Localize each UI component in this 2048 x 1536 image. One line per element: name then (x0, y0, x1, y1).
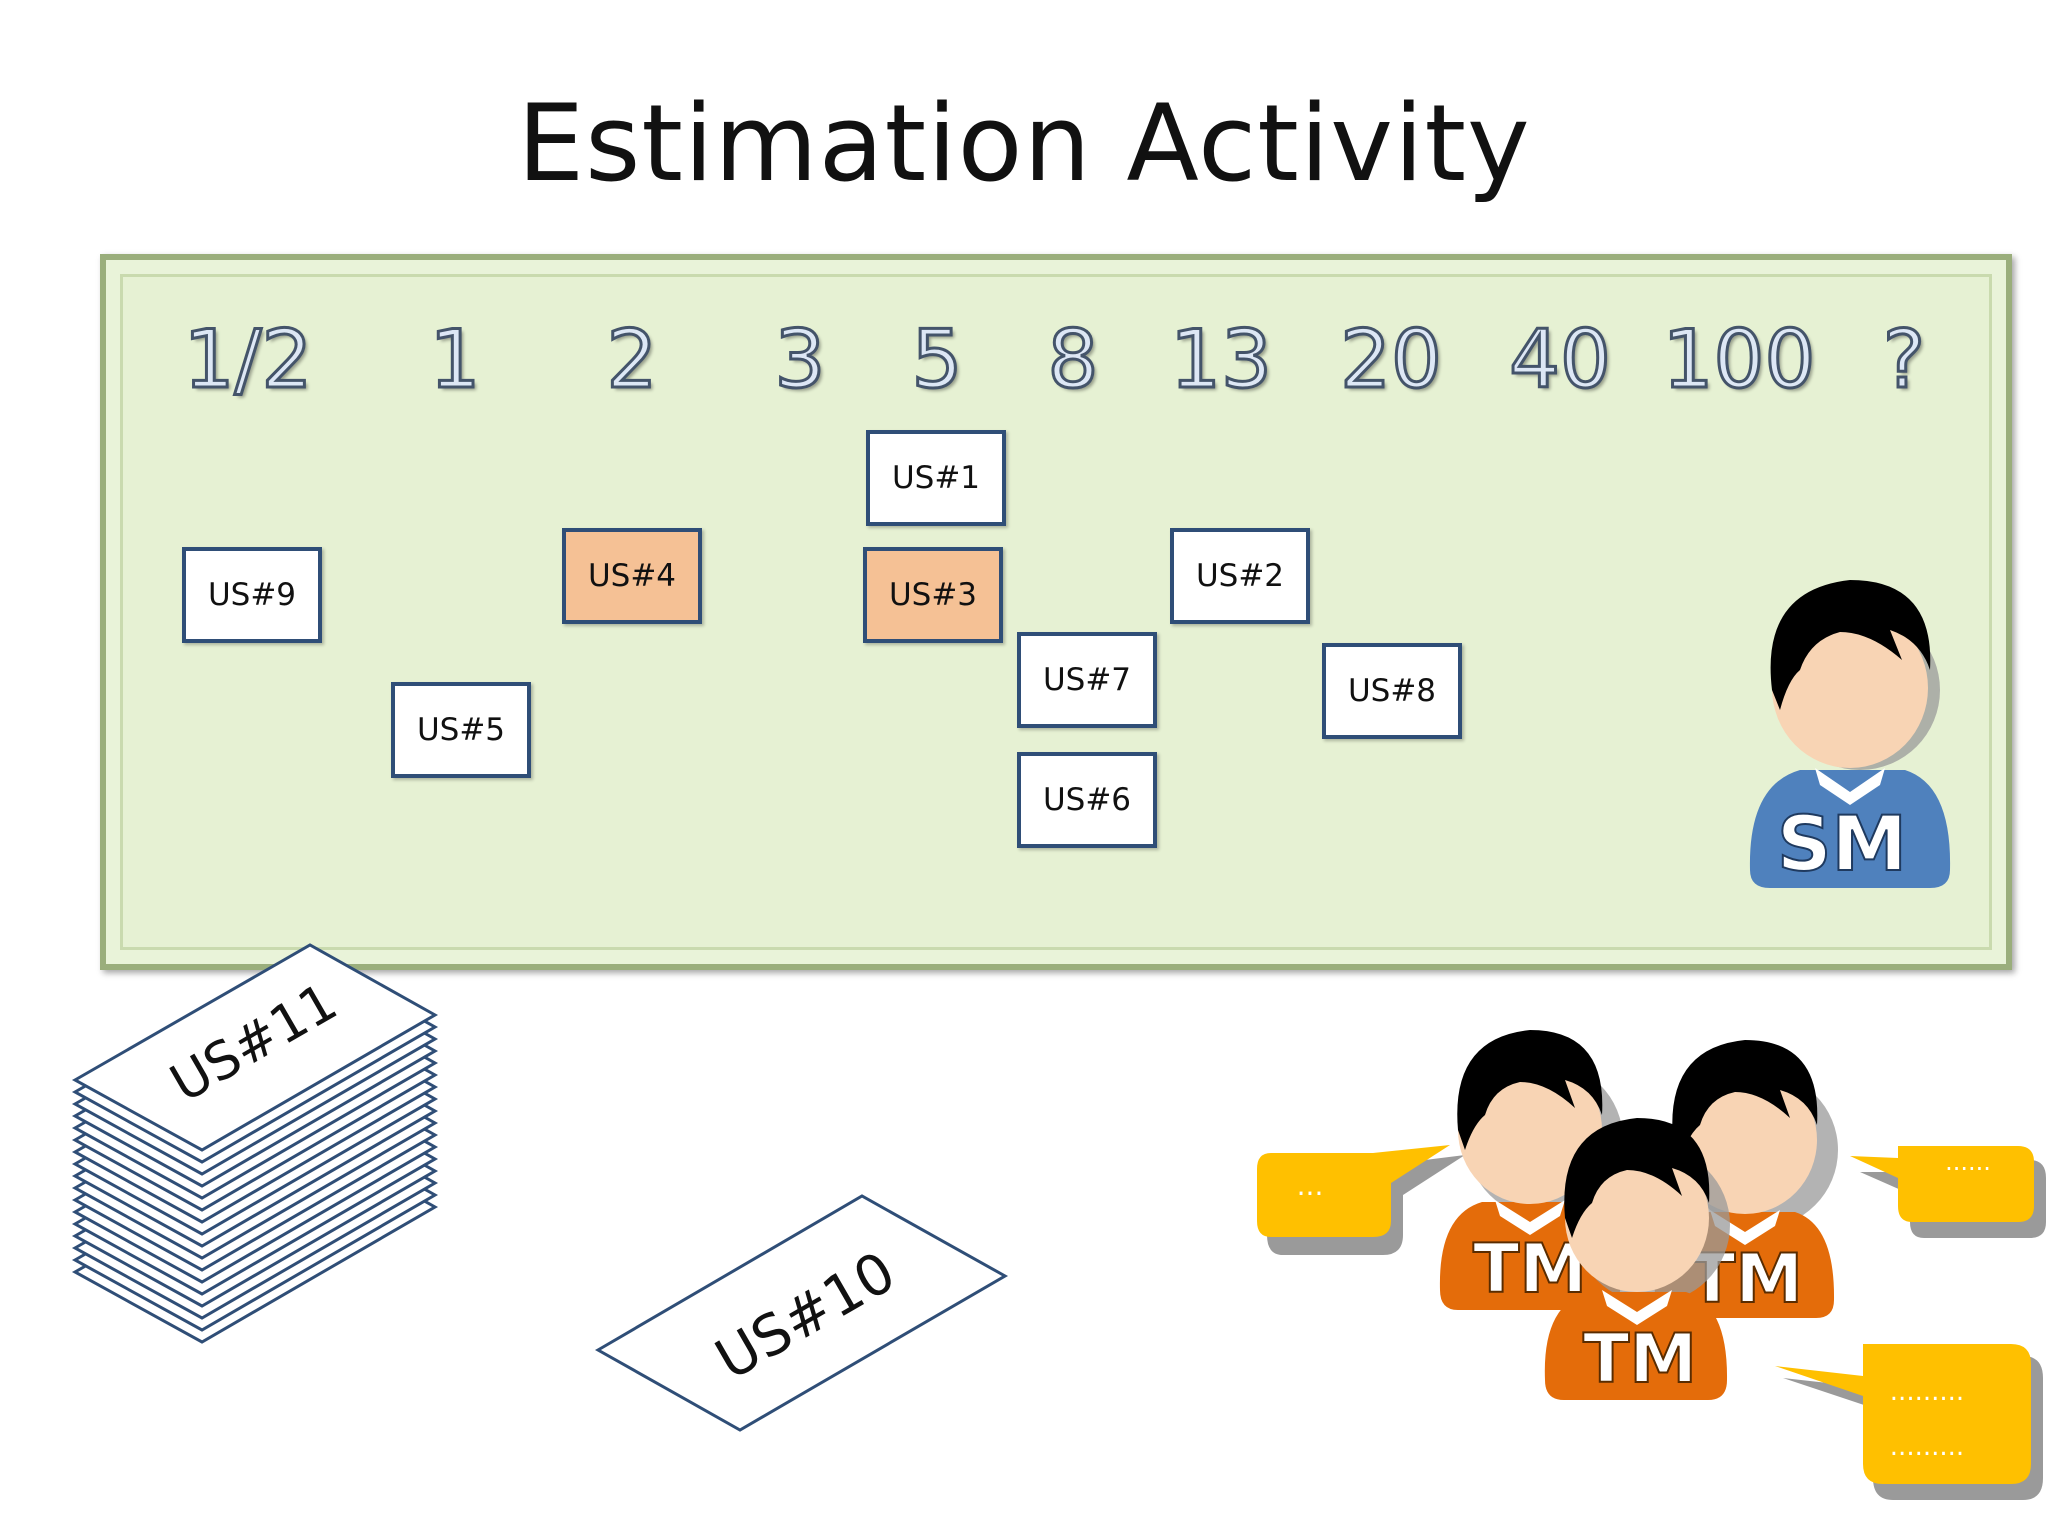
scale-2: 2 (605, 312, 659, 408)
speech-bubble-left: ... (1257, 1145, 1465, 1255)
team-member-front-label: TM (1583, 1320, 1697, 1399)
speech-bubble-bottom-line1: ......... (1890, 1377, 1964, 1407)
speech-bubble-bottom-line2: ......... (1890, 1432, 1964, 1462)
backlog-top-card (71, 943, 439, 1152)
team-member-front: TM (1544, 1118, 1730, 1400)
team-members-group: TM TM TM (1439, 1030, 1838, 1400)
scale-1: 1 (428, 312, 482, 408)
story-card-us5[interactable]: US#5 (391, 682, 531, 778)
team-member-left-label: TM (1473, 1230, 1587, 1309)
team-member-right: TM (1654, 1040, 1838, 1320)
story-card-us4[interactable]: US#4 (562, 528, 702, 624)
scale-5: 5 (910, 312, 964, 408)
scale-half: 1/2 (182, 312, 314, 408)
sm-shirt (1749, 770, 1951, 888)
story-card-us8[interactable]: US#8 (1322, 643, 1462, 739)
speech-bubble-right: ...... (1850, 1146, 2046, 1238)
story-card-us7[interactable]: US#7 (1017, 632, 1157, 728)
scale-unknown: ? (1881, 312, 1927, 408)
scale-40: 40 (1508, 312, 1613, 408)
sm-collar (1815, 768, 1885, 805)
backlog-stack: US#11 (71, 943, 439, 1344)
team-member-left: TM (1439, 1030, 1623, 1310)
speech-bubble-left-text: ... (1297, 1169, 1324, 1202)
scrum-master-figure: SM (1749, 580, 1951, 889)
scale-100: 100 (1661, 312, 1817, 408)
speech-bubble-bottom: ......... ......... (1775, 1344, 2043, 1500)
story-card-us2[interactable]: US#2 (1170, 528, 1310, 624)
sm-label: SM (1777, 799, 1907, 888)
loose-card-shape (594, 1194, 1009, 1432)
scale-8: 8 (1046, 312, 1100, 408)
scale-13: 13 (1169, 312, 1274, 408)
story-card-us1[interactable]: US#1 (866, 430, 1006, 526)
page-title: Estimation Activity (517, 82, 1531, 205)
scale-3: 3 (773, 312, 827, 408)
story-card-us6[interactable]: US#6 (1017, 752, 1157, 848)
scale-20: 20 (1339, 312, 1444, 408)
story-card-us3[interactable]: US#3 (863, 547, 1003, 643)
speech-bubble-right-text: ...... (1945, 1148, 1991, 1176)
story-card-us9[interactable]: US#9 (182, 547, 322, 643)
estimation-board (100, 254, 2012, 970)
loose-story-card[interactable]: US#10 (590, 1190, 1010, 1440)
sm-hair (1770, 580, 1931, 710)
